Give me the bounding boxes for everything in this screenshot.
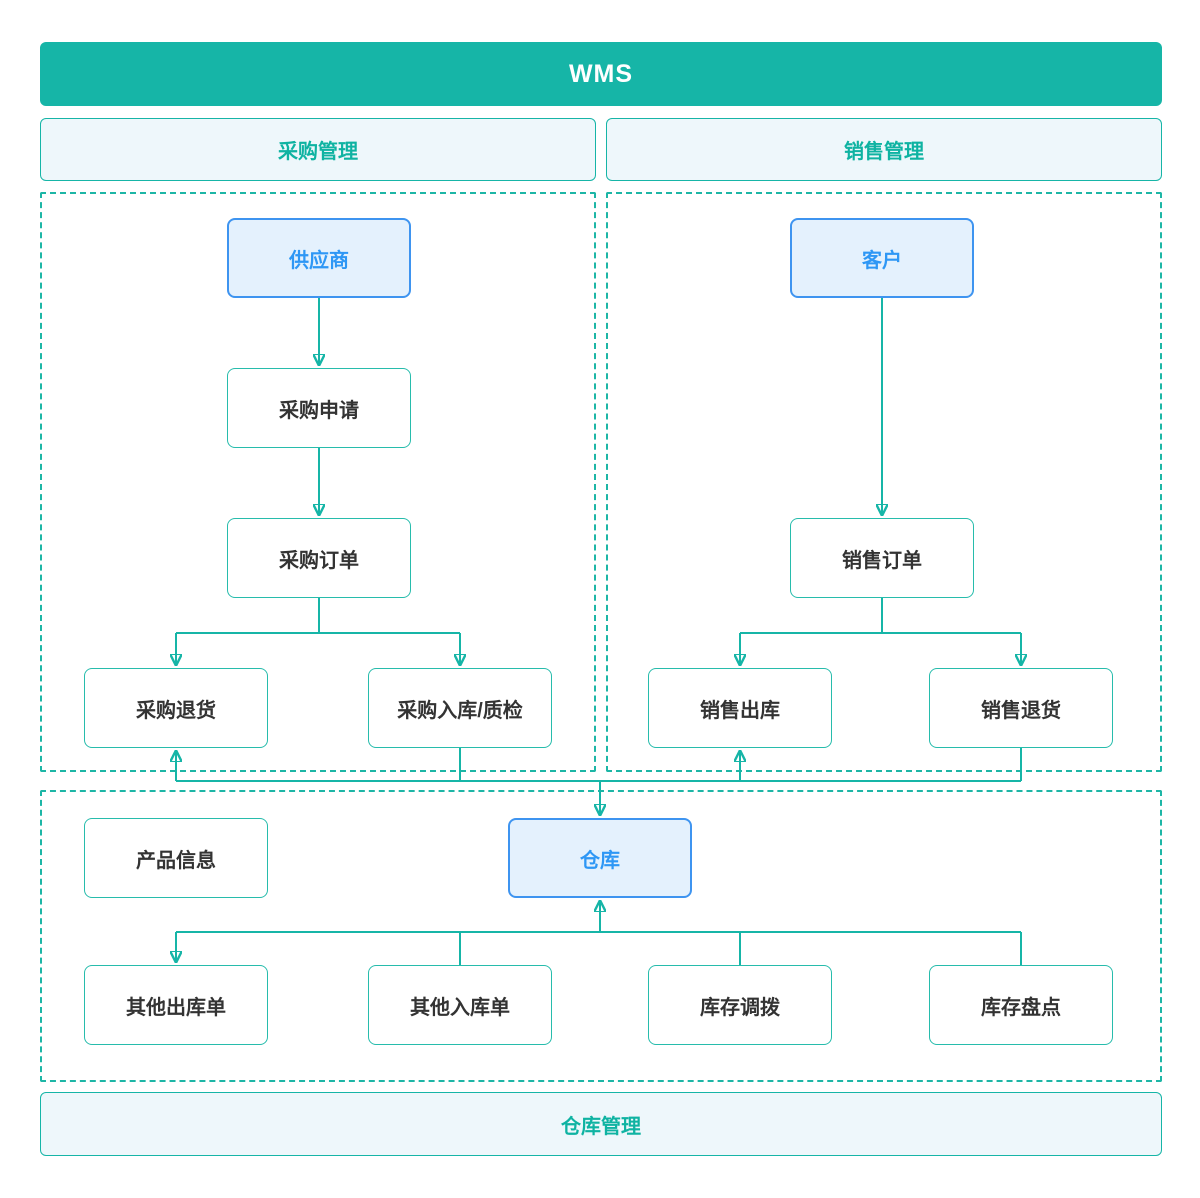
node-supplier-label: 供应商 bbox=[289, 249, 349, 272]
node-purchase-inbound-qc: 采购入库/质检 bbox=[368, 668, 552, 748]
node-purchase-request-label: 采购申请 bbox=[279, 399, 359, 422]
diagram-title-banner: WMS bbox=[40, 42, 1162, 106]
node-product-info-label: 产品信息 bbox=[136, 849, 216, 872]
node-supplier: 供应商 bbox=[227, 218, 411, 298]
node-sales-outbound: 销售出库 bbox=[648, 668, 832, 748]
node-inventory-count: 库存盘点 bbox=[929, 965, 1113, 1045]
node-other-inbound-order: 其他入库单 bbox=[368, 965, 552, 1045]
node-purchase-request: 采购申请 bbox=[227, 368, 411, 448]
section-header-warehouse-label: 仓库管理 bbox=[561, 1115, 641, 1138]
section-header-sales-label: 销售管理 bbox=[844, 141, 924, 163]
node-purchase-return-label: 采购退货 bbox=[136, 699, 216, 722]
node-inventory-count-label: 库存盘点 bbox=[981, 996, 1061, 1019]
node-sales-return: 销售退货 bbox=[929, 668, 1113, 748]
node-other-outbound-order: 其他出库单 bbox=[84, 965, 268, 1045]
node-purchase-order-label: 采购订单 bbox=[279, 549, 359, 572]
node-warehouse: 仓库 bbox=[508, 818, 692, 898]
node-warehouse-label: 仓库 bbox=[580, 849, 620, 872]
section-header-purchase: 采购管理 bbox=[40, 118, 596, 181]
section-header-purchase-label: 采购管理 bbox=[278, 141, 358, 163]
node-sales-return-label: 销售退货 bbox=[981, 699, 1061, 722]
node-product-info: 产品信息 bbox=[84, 818, 268, 898]
node-purchase-inbound-qc-label: 采购入库/质检 bbox=[397, 699, 523, 722]
node-other-inbound-order-label: 其他入库单 bbox=[410, 996, 510, 1019]
node-customer: 客户 bbox=[790, 218, 974, 298]
node-sales-outbound-label: 销售出库 bbox=[700, 699, 780, 722]
diagram-title: WMS bbox=[568, 59, 634, 88]
node-purchase-order: 采购订单 bbox=[227, 518, 411, 598]
node-purchase-return: 采购退货 bbox=[84, 668, 268, 748]
node-sales-order: 销售订单 bbox=[790, 518, 974, 598]
node-inventory-transfer-label: 库存调拨 bbox=[700, 996, 780, 1019]
node-customer-label: 客户 bbox=[862, 249, 902, 272]
section-header-warehouse: 仓库管理 bbox=[40, 1092, 1162, 1156]
warehouse-region-boundary bbox=[40, 790, 1162, 1082]
node-sales-order-label: 销售订单 bbox=[842, 549, 922, 572]
node-other-outbound-order-label: 其他出库单 bbox=[126, 996, 226, 1019]
section-header-sales: 销售管理 bbox=[606, 118, 1162, 181]
node-inventory-transfer: 库存调拨 bbox=[648, 965, 832, 1045]
